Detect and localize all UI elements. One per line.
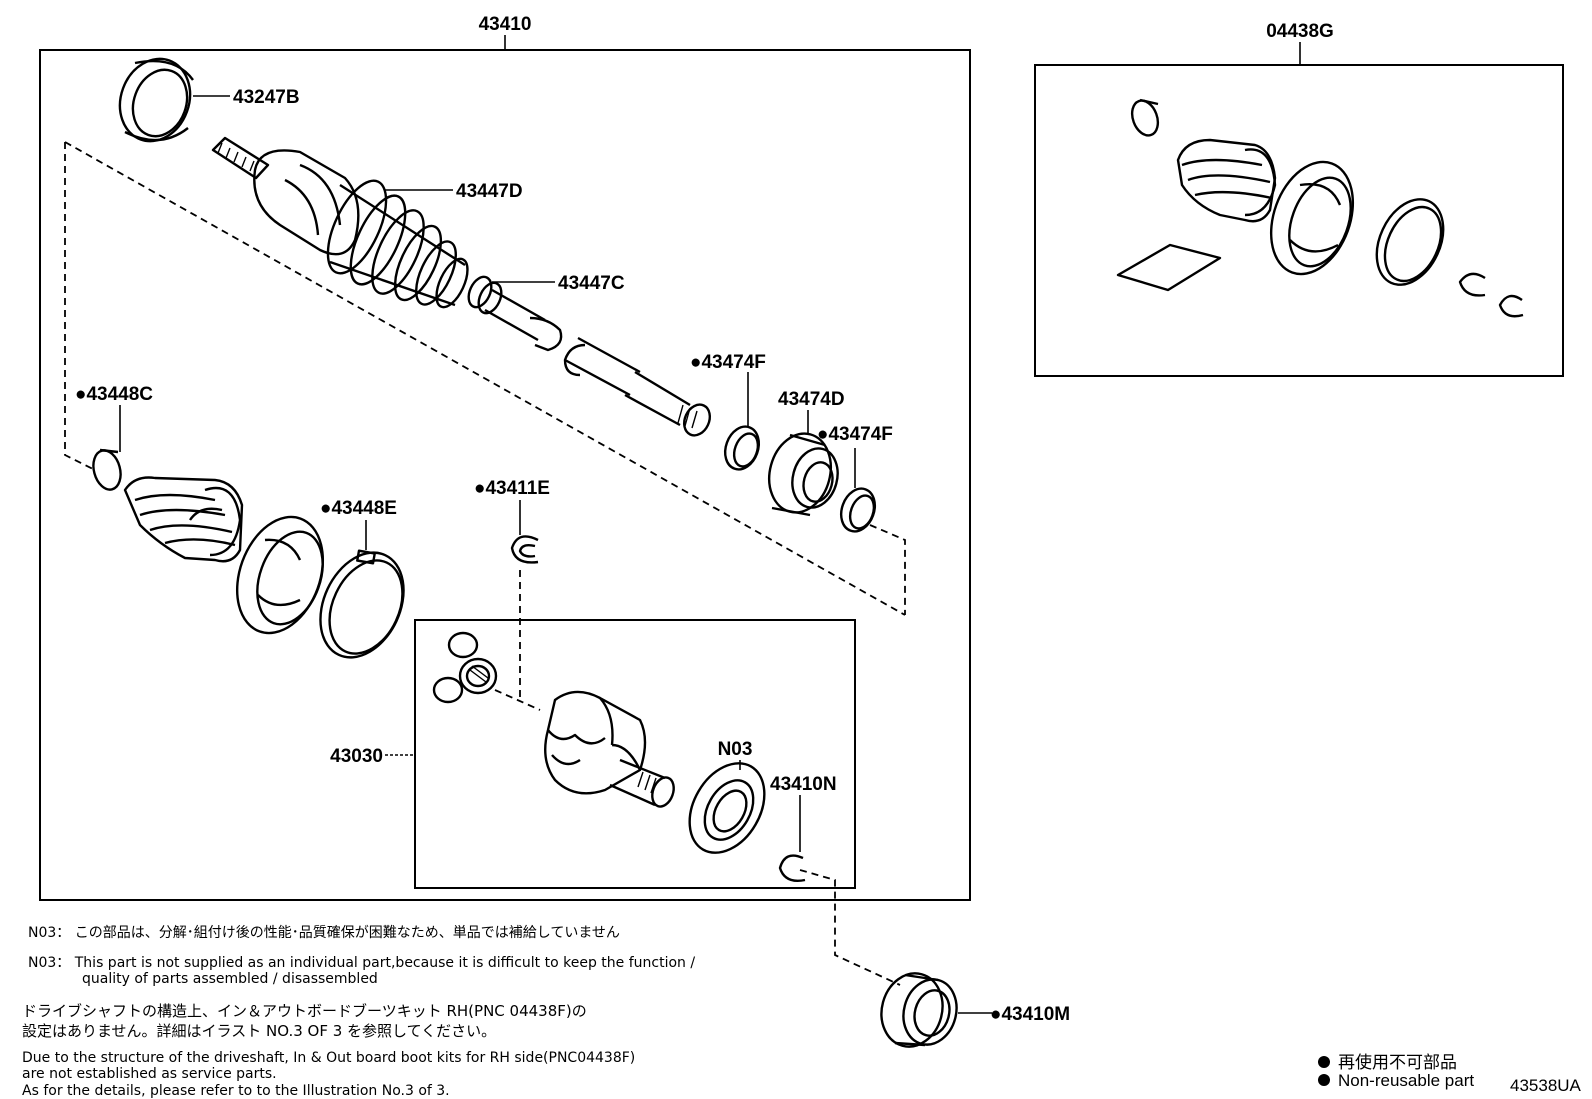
label-43411E[interactable]: ●43411E <box>474 478 550 499</box>
legend-jp: 再使用不可部品 <box>1318 1048 1457 1073</box>
snap-ring-43474F-a[interactable] <box>719 422 764 474</box>
oil-seal-N03[interactable] <box>674 750 779 866</box>
label-N03[interactable]: N03 <box>718 739 753 760</box>
label-43448C[interactable]: ●43448C <box>75 384 153 405</box>
snap-ring-43410N[interactable] <box>778 854 806 882</box>
driveshaft-outboard[interactable] <box>211 136 715 440</box>
label-43474F-b[interactable]: ●43474F <box>817 424 893 445</box>
legend-en-text: Non-reusable part <box>1338 1071 1475 1090</box>
legend-jp-text: 再使用不可部品 <box>1338 1053 1457 1072</box>
kit-boot[interactable] <box>1176 138 1277 223</box>
inboard-joint-frame <box>414 619 856 889</box>
note-n03-en-line1: This part is not supplied as an individu… <box>74 955 696 971</box>
legend-dot-icon <box>1318 1055 1330 1068</box>
snap-ring-43474F-b[interactable] <box>835 484 880 536</box>
inboard-outer-ring[interactable] <box>222 505 338 645</box>
legend-dot-icon <box>1318 1073 1330 1086</box>
note-n03-en: N03： This part is not supplied as an ind… <box>28 955 695 971</box>
dashed-guide-lower <box>799 869 901 986</box>
snap-ring-43411E[interactable] <box>510 535 539 564</box>
dashed-guide-upper <box>64 142 96 471</box>
label-43247B[interactable]: 43247B <box>233 87 300 108</box>
kit-snap-ring-a[interactable] <box>1458 272 1486 297</box>
inboard-tripod-joint[interactable] <box>432 631 678 810</box>
note-n03-jp: N03： この部品は、分解･組付け後の性能･品質確保が困難なため、単品では補給し… <box>28 925 620 941</box>
note-en-line1: Due to the structure of the driveshaft, … <box>22 1050 636 1066</box>
damper-43474D[interactable] <box>761 427 844 520</box>
note-n03-en-line2: quality of parts assembled / disassemble… <box>82 971 378 987</box>
illustration-code: 43538UA <box>1510 1076 1581 1095</box>
kit-large-band[interactable] <box>1364 189 1456 296</box>
note-jp-line2: 設定はありません。詳細はイラスト NO.3 OF 3 を参照してください。 <box>22 1022 497 1040</box>
label-43474F-a[interactable]: ●43474F <box>690 352 766 373</box>
note-en-line3: As for the details, please refer to to t… <box>22 1083 450 1099</box>
label-43410[interactable]: 43410 <box>479 14 532 35</box>
bearing-43410M[interactable] <box>873 966 963 1053</box>
label-43447C[interactable]: 43447C <box>558 273 625 294</box>
kit-small-band[interactable] <box>1128 97 1163 139</box>
note-n03-en-prefix: N03： <box>28 955 71 971</box>
boot-kit-frame <box>1034 64 1564 377</box>
label-43448E[interactable]: ●43448E <box>320 498 397 519</box>
label-43447D[interactable]: 43447D <box>456 181 523 202</box>
kit-snap-ring-b[interactable] <box>1498 294 1524 318</box>
label-43474D[interactable]: 43474D <box>778 389 845 410</box>
boot-band-43448E[interactable] <box>304 539 419 671</box>
label-43410M[interactable]: ●43410M <box>990 1004 1070 1025</box>
note-n03-jp-prefix: N03： <box>28 925 71 941</box>
label-43410N[interactable]: 43410N <box>770 774 837 795</box>
boot-band-43247B[interactable] <box>109 49 202 151</box>
kit-grease-pack[interactable] <box>1116 243 1222 292</box>
note-en-line2: are not established as service parts. <box>22 1066 277 1082</box>
inboard-boot[interactable] <box>123 476 244 563</box>
note-n03-jp-text: この部品は、分解･組付け後の性能･品質確保が困難なため、単品では補給していません <box>74 925 620 941</box>
note-jp-line1: ドライブシャフトの構造上、イン＆アウトボードブーツキット RH(PNC 0443… <box>22 1002 587 1020</box>
label-43030[interactable]: 43030 <box>330 746 383 767</box>
label-04438G[interactable]: 04438G <box>1266 21 1334 42</box>
boot-band-43448C[interactable] <box>89 447 124 492</box>
kit-outer-ring[interactable] <box>1256 151 1367 286</box>
legend-en: Non-reusable part <box>1318 1071 1474 1091</box>
